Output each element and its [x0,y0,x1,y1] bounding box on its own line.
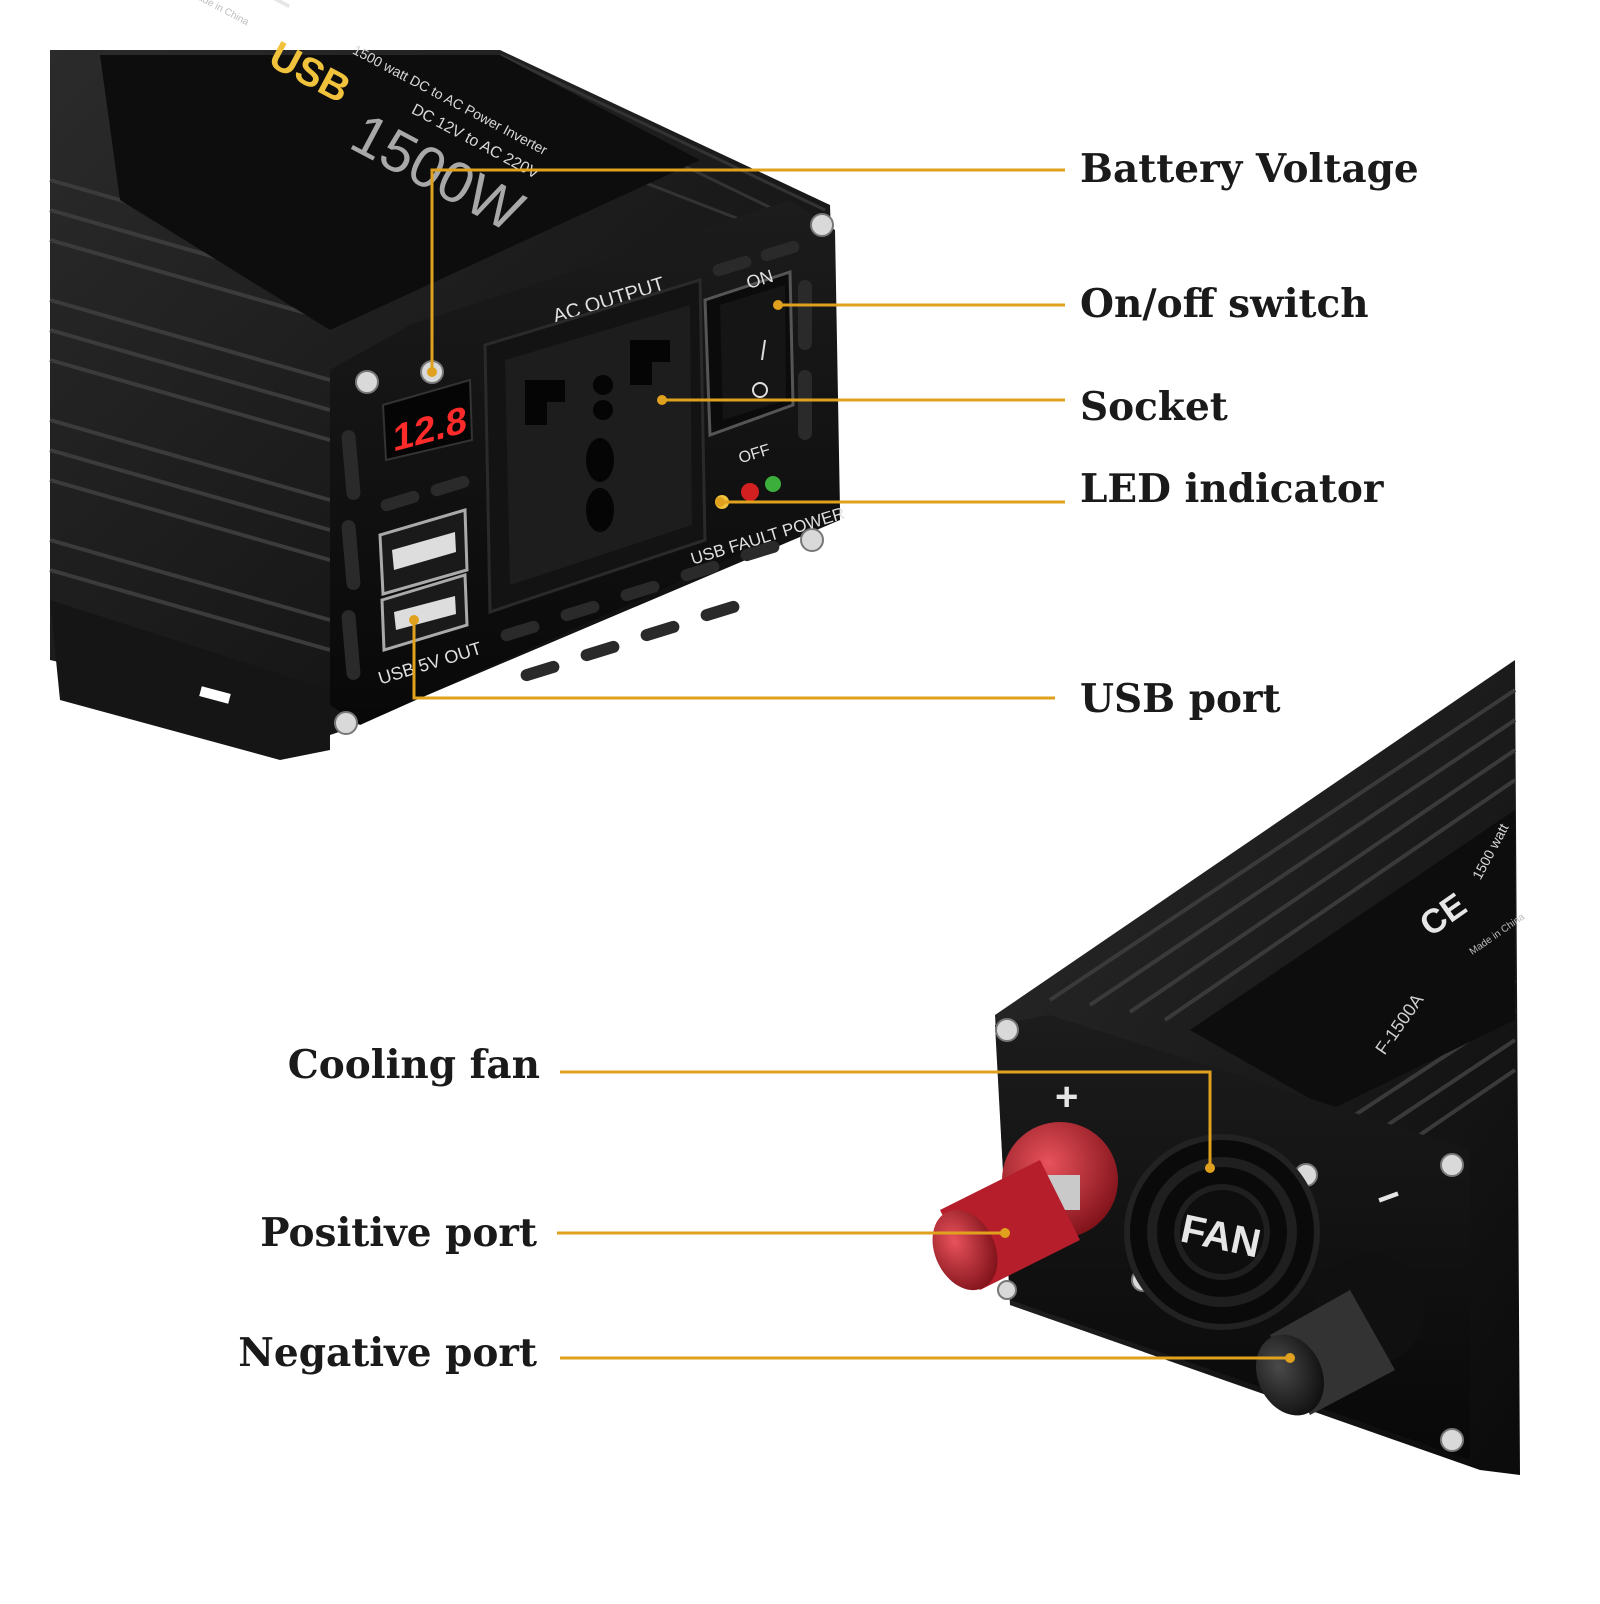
front-screws [334,213,834,735]
leader-cooling-fan [560,1070,1212,1168]
ac-socket [483,277,707,615]
callout-led-indicator: LED indicator [1080,466,1384,512]
voltage-display: 12.8 [381,378,474,462]
cooling-fan-grille: FAN [1124,1134,1320,1330]
front-made-in-label: Made in China [188,0,250,28]
callout-socket: Socket [1080,384,1228,430]
leader-battery-voltage [430,168,1065,372]
positive-terminal [932,1122,1118,1291]
callout-battery-voltage: Battery Voltage [1080,146,1419,192]
front-ce-mark: CE [247,0,303,15]
plus-sign: + [1055,1075,1078,1119]
leader-usb-port [412,620,1055,700]
front-inverter: CE Made in China USB 1500 watt DC to AC … [49,0,847,760]
led-power [765,476,781,492]
negative-terminal [1255,1255,1425,1416]
callout-negative-port: Negative port [238,1330,537,1376]
callout-usb-port: USB port [1080,676,1281,722]
leader-lines [412,168,1290,1360]
rear-screws [995,1018,1464,1452]
front-vent-slots [341,240,812,682]
callout-on-off-switch: On/off switch [1080,281,1369,327]
led-fault [741,483,759,501]
rear-inverter: CE 1500 watt Made in China F-1500A FAN +… [932,660,1527,1475]
callout-positive-port: Positive port [260,1210,537,1256]
leader-dots [409,300,1295,1363]
usb-ports: USB 5V OUT [376,508,484,688]
power-rocker-switch: ON OFF [703,266,795,467]
callout-cooling-fan: Cooling fan [287,1042,540,1088]
